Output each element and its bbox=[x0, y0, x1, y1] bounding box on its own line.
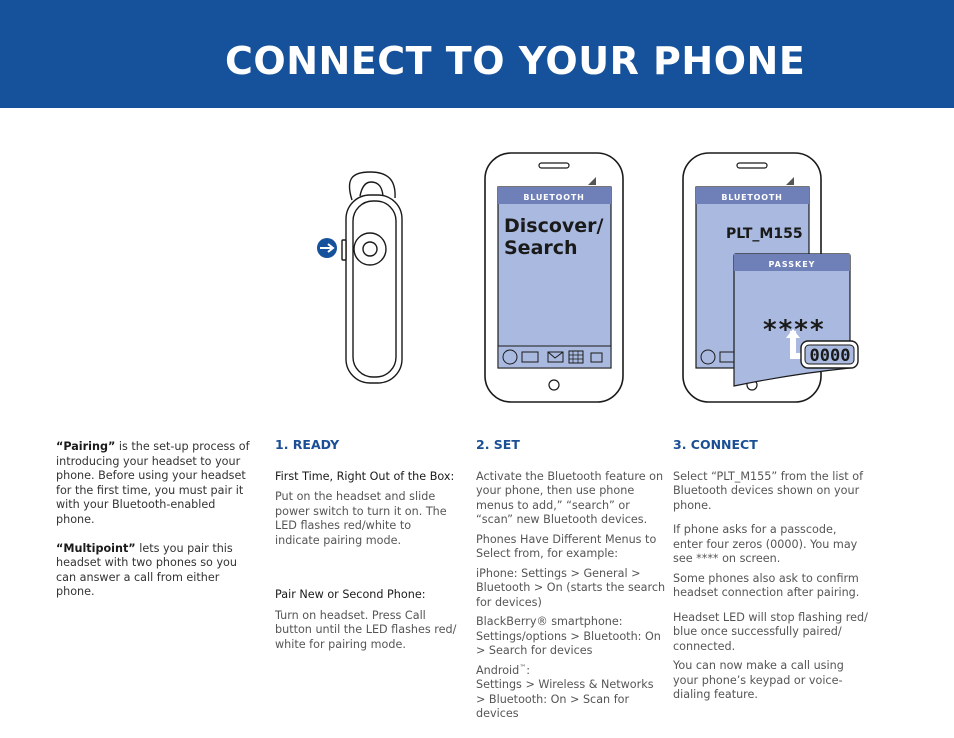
set-blackberry: BlackBerry® smartphone: Settings/options… bbox=[476, 615, 661, 657]
set-paragraph-1: Activate the Bluetooth feature on your p… bbox=[476, 469, 664, 527]
phone1-line2: Search bbox=[504, 237, 578, 259]
ready-subheading-first-time: First Time, Right Out of the Box: bbox=[275, 469, 455, 483]
passkey-header: PASSKEY bbox=[769, 260, 816, 269]
phone1-line1: Discover/ bbox=[504, 215, 604, 237]
set-heading: 2. SET bbox=[476, 437, 520, 452]
android-label: Android bbox=[476, 663, 520, 677]
title-banner: CONNECT TO YOUR PHONE bbox=[0, 0, 954, 108]
set-iphone: iPhone: Settings > General > Bluetooth >… bbox=[476, 566, 666, 609]
multipoint-text: lets you pair this headset with two phon… bbox=[56, 541, 237, 599]
connect-column: 3. CONNECT Select “PLT_M155” from the li… bbox=[673, 437, 869, 703]
set-column: 2. SET Activate the Bluetooth feature on… bbox=[476, 437, 666, 722]
connect-heading: 3. CONNECT bbox=[673, 437, 758, 452]
connect-paragraph-4: Headset LED will stop flashing red/ blue… bbox=[673, 610, 868, 653]
connect-paragraph-2: If phone asks for a passcode, enter four… bbox=[673, 523, 858, 565]
pairing-term: “Pairing” bbox=[56, 440, 116, 453]
set-android: Settings > Wireless & Networks > Bluetoo… bbox=[476, 678, 654, 720]
power-switch-arrow-icon bbox=[317, 238, 337, 258]
phone-discover: BLUETOOTH Discover/ Search bbox=[484, 152, 624, 403]
ready-subheading-new-phone: Pair New or Second Phone: bbox=[275, 588, 426, 601]
pairing-definition: “Pairing” is the set-up process of intro… bbox=[56, 440, 251, 527]
pairing-text: is the set-up process of introducing you… bbox=[56, 440, 250, 526]
set-paragraph-2: Phones Have Different Menus to Select fr… bbox=[476, 532, 657, 561]
headset-drawing bbox=[341, 171, 403, 384]
passkey-card: PASSKEY **** 0000 bbox=[733, 253, 859, 387]
connect-paragraph-5: You can now make a call using your phone… bbox=[673, 659, 844, 701]
connect-paragraph-1: Select “PLT_M155” from the list of Bluet… bbox=[673, 469, 864, 512]
ready-text-first-time: Put on the headset and slide power switc… bbox=[275, 490, 447, 547]
passkey-code: 0000 bbox=[810, 346, 851, 366]
set-android-label: Android™: bbox=[476, 662, 666, 679]
phone2-header: BLUETOOTH bbox=[721, 193, 782, 202]
page-title: CONNECT TO YOUR PHONE bbox=[225, 39, 806, 83]
android-trademark: ™ bbox=[519, 662, 527, 671]
ready-text-new-phone: Turn on headset. Press Call button until… bbox=[275, 608, 457, 651]
multipoint-definition: “Multipoint” lets you pair this headset … bbox=[56, 542, 251, 600]
connect-paragraph-3: Some phones also ask to confirm headset … bbox=[673, 571, 860, 600]
ready-heading: 1. READY bbox=[275, 437, 340, 452]
ready-column: 1. READY First Time, Right Out of the Bo… bbox=[275, 437, 457, 652]
phone2-device-name: PLT_M155 bbox=[726, 226, 803, 242]
multipoint-term: “Multipoint” bbox=[56, 541, 136, 555]
android-colon: : bbox=[526, 663, 531, 677]
intro-column: “Pairing” is the set-up process of intro… bbox=[56, 440, 251, 600]
pairing-illustration: BLUETOOTH Discover/ Search BLUETOOTH PLT… bbox=[317, 152, 859, 403]
phone1-header: BLUETOOTH bbox=[523, 193, 584, 202]
